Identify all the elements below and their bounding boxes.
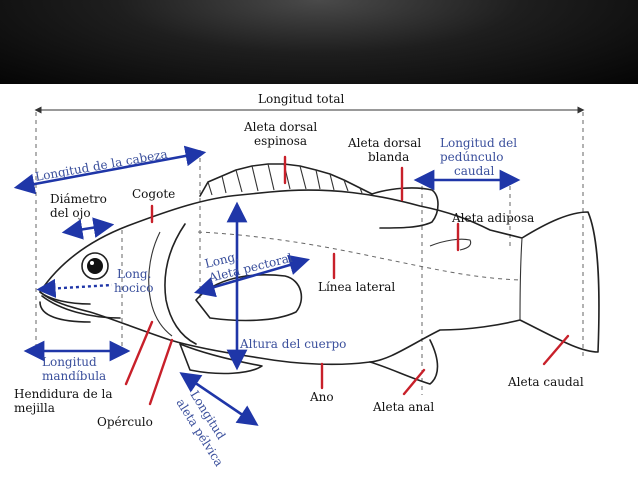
label-operculum: Opérculo	[97, 415, 153, 429]
label-mandible-2: mandíbula	[42, 369, 106, 383]
label-head-length: Longitud de la cabeza	[34, 147, 168, 184]
label-peduncle-2: pedúnculo	[440, 150, 503, 164]
label-peduncle-3: caudal	[454, 164, 494, 178]
label-peduncle-1: Longitud del	[440, 136, 517, 150]
marker-anal-fin	[402, 368, 426, 396]
label-cheek-2: mejilla	[14, 401, 55, 415]
marker-cheek	[124, 320, 154, 386]
measurement-arrows	[13, 145, 521, 426]
red-markers	[124, 155, 570, 406]
label-soft-dorsal-1: Aleta dorsal	[347, 136, 421, 150]
label-eye-diameter-1: Diámetro	[50, 192, 107, 206]
label-total-length: Longitud total	[258, 92, 345, 106]
head-length-arrow	[13, 145, 207, 195]
label-snout-2: hocico	[114, 281, 153, 295]
label-caudal-fin: Aleta caudal	[507, 375, 584, 389]
pelvic-fin-arrow	[179, 372, 259, 426]
label-anus: Ano	[309, 390, 334, 404]
eye-diameter-arrow	[61, 217, 115, 240]
label-lateral-line: Línea lateral	[318, 280, 395, 294]
label-adipose: Aleta adiposa	[451, 211, 534, 225]
marker-operculum	[148, 338, 174, 406]
label-snout-1: Long.	[117, 267, 151, 281]
pectoral-fin-arrow	[194, 254, 310, 298]
label-spiny-dorsal-2: espinosa	[254, 134, 307, 148]
label-cheek-1: Hendidura de la	[14, 387, 113, 401]
label-spiny-dorsal-1: Aleta dorsal	[243, 120, 317, 134]
label-soft-dorsal-2: blanda	[368, 150, 409, 164]
snout-arrow	[36, 278, 113, 299]
label-mandible-1: Longitud	[42, 355, 97, 369]
label-eye-diameter-2: del ojo	[50, 206, 91, 220]
label-anal-fin: Aleta anal	[372, 400, 434, 414]
label-nape: Cogote	[132, 187, 175, 201]
marker-caudal-fin	[542, 334, 570, 366]
labels: Longitud total Aleta dorsal espinosa Ale…	[14, 92, 584, 429]
dark-header-band	[0, 0, 638, 84]
label-body-height: Altura del cuerpo	[239, 337, 346, 351]
